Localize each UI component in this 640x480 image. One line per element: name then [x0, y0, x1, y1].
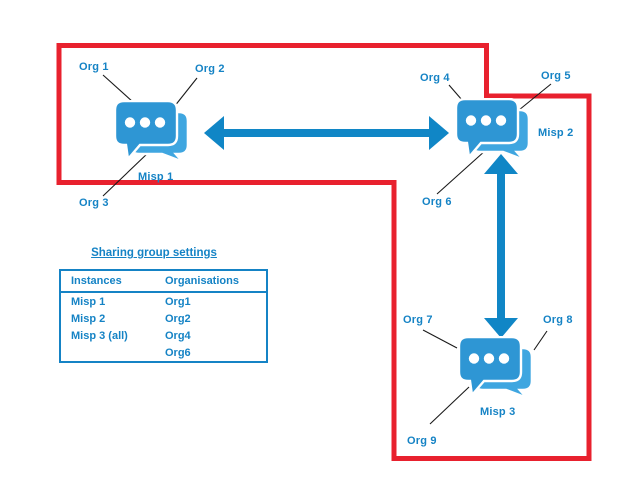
- misp-instance-icon-1: [114, 100, 190, 162]
- leader-line-org9: [429, 386, 470, 425]
- misp-label-1: Misp 1: [138, 171, 174, 183]
- leader-line-org2: [173, 77, 198, 108]
- misp-instance-icon-2: [455, 98, 531, 160]
- sharing-group-boundary: [56, 43, 592, 461]
- table-row: Misp 2 Org2: [60, 310, 267, 327]
- misp-label-3: Misp 3: [480, 406, 516, 418]
- leader-line-org5: [518, 83, 552, 111]
- sync-arrow-misp1-misp2: [204, 116, 449, 150]
- org-label-7: Org 7: [403, 314, 433, 326]
- leader-line-org4: [448, 84, 463, 101]
- org-label-2: Org 2: [195, 63, 225, 75]
- org-label-3: Org 3: [79, 197, 109, 209]
- table-cell-organisation: Org4: [165, 329, 191, 342]
- org-label-4: Org 4: [420, 72, 450, 84]
- org-label-9: Org 9: [407, 435, 437, 447]
- table-header-instances: Instances: [60, 270, 155, 293]
- leader-line-org3: [102, 151, 150, 197]
- table-cell-organisation: Org6: [165, 346, 191, 359]
- sync-arrow-misp2-misp3: [484, 154, 518, 338]
- org-label-6: Org 6: [422, 196, 452, 208]
- table-row: Misp 3 (all) Org4: [60, 327, 267, 344]
- table-row: Org6: [60, 344, 267, 362]
- leader-line-org6: [436, 149, 487, 195]
- org-label-5: Org 5: [541, 70, 571, 82]
- table-cell-organisation: Org1: [165, 295, 191, 308]
- misp-instance-icon-3: [458, 336, 534, 398]
- table-header-organisations: Organisations: [155, 270, 267, 293]
- table-row: Misp 1 Org1: [60, 292, 267, 310]
- table-cell-instance: [60, 344, 155, 362]
- sharing-group-settings-table: Instances Organisations Misp 1 Org1 Misp…: [59, 269, 268, 363]
- leader-line-org7: [422, 329, 458, 349]
- table-cell-instance: Misp 2: [71, 312, 106, 325]
- table-cell-instance: Misp 3 (all): [71, 329, 128, 342]
- table-header-row: Instances Organisations: [60, 270, 267, 293]
- org-label-8: Org 8: [543, 314, 573, 326]
- org-label-1: Org 1: [79, 61, 109, 73]
- sharing-group-settings-title: Sharing group settings: [91, 247, 217, 259]
- misp-label-2: Misp 2: [538, 127, 574, 139]
- leader-line-org1: [102, 74, 134, 103]
- table-cell-organisation: Org2: [165, 312, 191, 325]
- leader-lines: [102, 74, 552, 425]
- table-cell-instance: Misp 1: [71, 295, 106, 308]
- leader-line-org8: [533, 330, 548, 351]
